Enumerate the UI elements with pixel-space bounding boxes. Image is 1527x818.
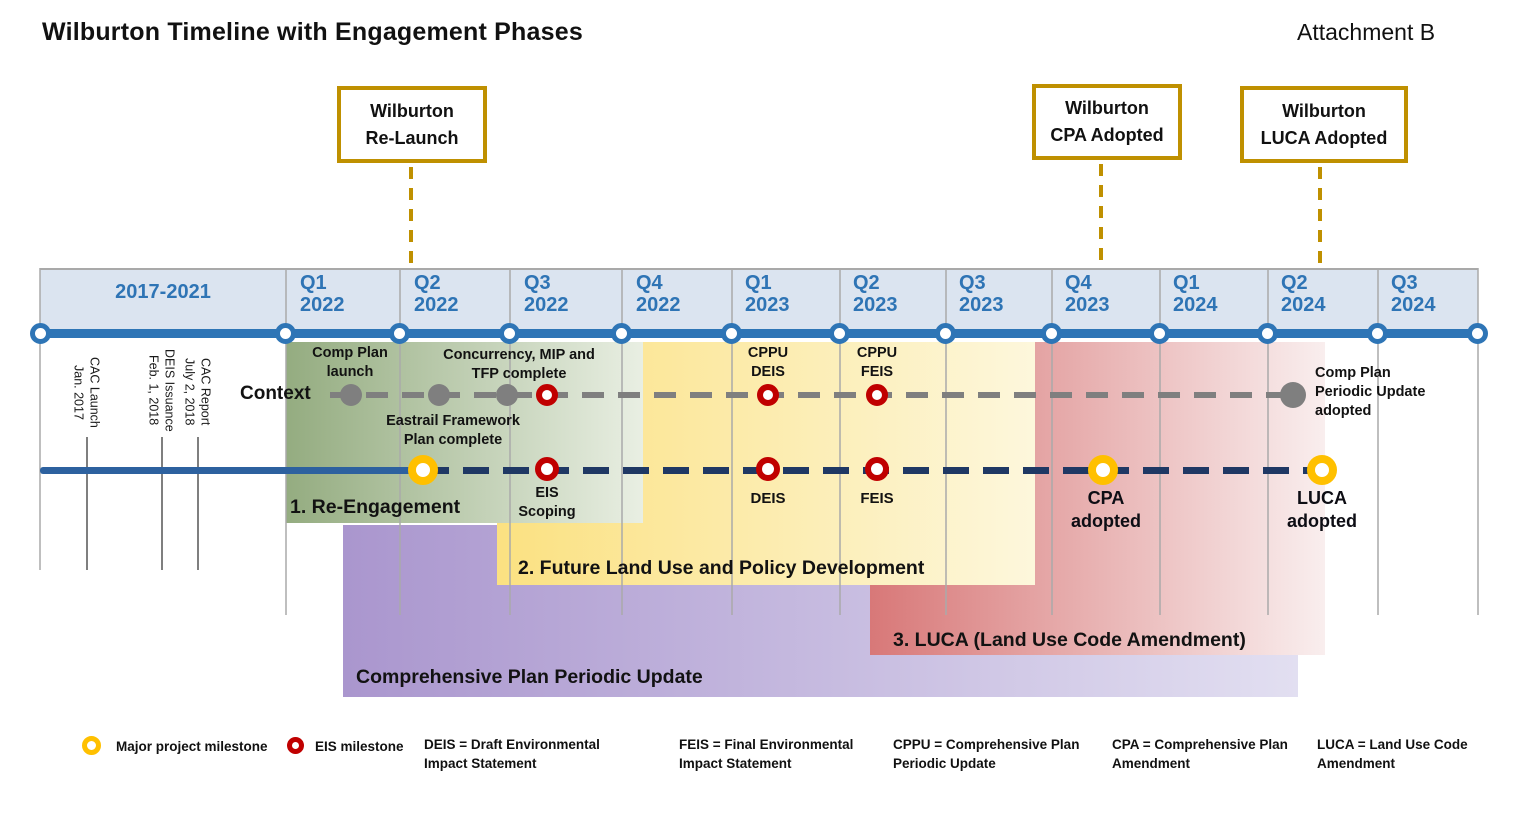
timeline-node — [275, 323, 296, 344]
header-col-2017-2021: 2017-2021 — [115, 281, 211, 303]
gridline — [1051, 268, 1053, 615]
header-col-q3-2024: Q3 2024 — [1391, 272, 1436, 317]
eis-ring-context — [536, 384, 558, 406]
eis-ring-deis — [756, 457, 780, 481]
label-feis: FEIS — [860, 490, 894, 507]
gridline — [39, 268, 41, 570]
header-col-q4-2022: Q4 2022 — [636, 272, 681, 317]
eis-ring-feis — [865, 457, 889, 481]
timeline-node — [935, 323, 956, 344]
timeline-node — [1367, 323, 1388, 344]
header-col-q1-2024: Q1 2024 — [1173, 272, 1218, 317]
phase-band-re-engagement — [286, 342, 643, 523]
legend-feis-definition: FEIS = Final Environmental Impact Statem… — [679, 737, 854, 771]
context-dot-concurrency — [496, 384, 518, 406]
label-eis-scoping: EIS Scoping — [518, 485, 576, 520]
phase-label-re-engagement: 1. Re-Engagement — [290, 496, 461, 518]
event-line-cac-report — [197, 437, 199, 570]
eis-ring-cppu-feis — [866, 384, 888, 406]
major-ring-cpa-adopted — [1088, 455, 1118, 485]
legend-major-milestone-icon — [82, 736, 101, 755]
label-luca-adopted: LUCA adopted — [1287, 488, 1357, 531]
timeline-node — [721, 323, 742, 344]
legend-deis-definition: DEIS = Draft Environmental Impact Statem… — [424, 737, 600, 771]
timeline-node — [1041, 323, 1062, 344]
gridline — [1267, 268, 1269, 615]
timeline-header-band — [40, 268, 1478, 334]
header-col-q2-2023: Q2 2023 — [853, 272, 898, 317]
legend-cppu-definition: CPPU = Comprehensive Plan Periodic Updat… — [893, 737, 1080, 771]
callout-leader-cpa — [1099, 164, 1103, 266]
major-ring-luca-adopted — [1307, 455, 1337, 485]
timeline-node — [829, 323, 850, 344]
context-row-label: Context — [240, 383, 311, 404]
gridline — [839, 268, 841, 615]
callout-wilburton-luca-adopted: Wilburton LUCA Adopted — [1240, 86, 1408, 163]
timeline-node — [499, 323, 520, 344]
eis-ring-scoping — [535, 457, 559, 481]
callout-leader-relaunch — [409, 167, 413, 266]
project-solid-line — [40, 467, 423, 474]
phase-label-cppu: Comprehensive Plan Periodic Update — [356, 666, 703, 688]
header-col-q1-2023: Q1 2023 — [745, 272, 790, 317]
timeline-node — [389, 323, 410, 344]
eis-ring-cppu-deis — [757, 384, 779, 406]
event-label-cac-report: CAC Report July 2, 2018 — [182, 358, 213, 426]
context-dot-comp-plan-adopted — [1280, 382, 1306, 408]
timeline-node — [1257, 323, 1278, 344]
header-col-q4-2023: Q4 2023 — [1065, 272, 1110, 317]
callout-wilburton-cpa-adopted: Wilburton CPA Adopted — [1032, 84, 1182, 160]
timeline-node — [1467, 323, 1488, 344]
gridline — [1377, 268, 1379, 615]
legend-eis-milestone-label: EIS milestone — [315, 739, 404, 754]
gridline — [1159, 268, 1161, 615]
gridline — [285, 268, 287, 615]
event-label-deis-issuance: DEIS Issuance Feb. 1, 2018 — [146, 348, 177, 432]
timeline-node — [611, 323, 632, 344]
label-eastrail: Eastrail Framework Plan complete — [386, 413, 520, 448]
phase-label-luca: 3. LUCA (Land Use Code Amendment) — [893, 629, 1246, 651]
gridline — [509, 268, 511, 615]
page-title: Wilburton Timeline with Engagement Phase… — [42, 18, 583, 46]
header-col-q2-2022: Q2 2022 — [414, 272, 459, 317]
label-cppu-feis: CPPU FEIS — [856, 345, 898, 380]
major-ring-eastrail — [408, 455, 438, 485]
timeline-bar — [40, 329, 1478, 338]
event-line-cac-launch — [86, 437, 88, 570]
context-dot-comp-plan-launch — [340, 384, 362, 406]
gridline — [1477, 268, 1479, 615]
context-dashed-line — [330, 392, 1293, 398]
label-comp-plan-adopted: Comp Plan Periodic Update adopted — [1315, 365, 1426, 419]
gridline — [731, 268, 733, 615]
gridline — [399, 268, 401, 615]
context-dot — [428, 384, 450, 406]
callout-wilburton-relaunch: Wilburton Re-Launch — [337, 86, 487, 163]
phase-label-future-land-use: 2. Future Land Use and Policy Developmen… — [518, 557, 925, 579]
header-col-q3-2023: Q3 2023 — [959, 272, 1004, 317]
legend-major-milestone-label: Major project milestone — [116, 739, 268, 754]
header-col-q3-2022: Q3 2022 — [524, 272, 569, 317]
legend-cpa-definition: CPA = Comprehensive Plan Amendment — [1112, 737, 1288, 771]
timeline-node — [30, 323, 51, 344]
timeline-node — [1149, 323, 1170, 344]
label-comp-plan-launch: Comp Plan launch — [312, 345, 388, 380]
legend-eis-milestone-icon — [287, 737, 304, 754]
legend-luca-definition: LUCA = Land Use Code Amendment — [1317, 737, 1468, 771]
gridline — [945, 268, 947, 615]
header-col-q1-2022: Q1 2022 — [300, 272, 345, 317]
label-cpa-adopted: CPA adopted — [1071, 488, 1141, 531]
gridline — [621, 268, 623, 615]
header-col-q2-2024: Q2 2024 — [1281, 272, 1326, 317]
label-deis: DEIS — [750, 490, 786, 507]
attachment-label: Attachment B — [1297, 19, 1436, 45]
label-cppu-deis: CPPU DEIS — [747, 345, 789, 380]
event-label-cac-launch: CAC Launch Jan. 2017 — [71, 356, 102, 428]
label-concurrency-tfp: Concurrency, MIP and TFP complete — [443, 347, 595, 382]
event-line-deis-issuance — [161, 437, 163, 570]
callout-leader-luca — [1318, 167, 1322, 266]
